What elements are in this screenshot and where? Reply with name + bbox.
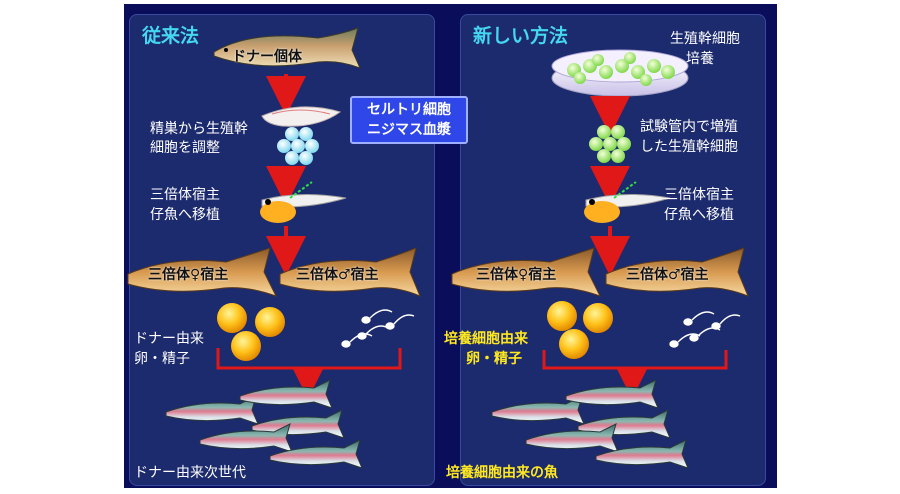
right-step1-line2: した生殖幹細胞 <box>640 139 738 155</box>
eggs-icon-left <box>217 303 285 361</box>
left-female-host-label: 三倍体♀宿主 <box>148 267 229 283</box>
female-host-fish-left <box>127 247 278 297</box>
left-male-host-label: 三倍体♂宿主 <box>296 267 379 283</box>
donor-trout-icon <box>213 27 361 69</box>
sperm-icon-left <box>341 309 415 348</box>
sperm-icon-right <box>669 311 741 348</box>
left-step2-line2: 仔魚へ移植 <box>150 207 220 223</box>
left-step2-line1: 三倍体宿主 <box>150 187 220 203</box>
left-gametes-line2: 卵・精子 <box>134 351 190 367</box>
right-culture-line1: 生殖幹細胞 <box>670 31 740 47</box>
right-female-host-label: 三倍体♀宿主 <box>476 267 557 283</box>
larva-icon <box>260 181 347 223</box>
left-gametes-line1: ドナー由来 <box>134 331 204 347</box>
culture-dish-icon <box>551 49 689 97</box>
right-male-host-label: 三倍体♂宿主 <box>626 267 709 283</box>
left-result-label: ドナー由来次世代 <box>134 465 246 481</box>
bracket-right <box>542 350 728 370</box>
sertoli-line1: セルトリ細胞 <box>367 102 451 118</box>
offspring-fish-right <box>491 379 689 469</box>
right-title: 新しい方法 <box>473 25 569 47</box>
right-step1-line1: 試験管内で増殖 <box>640 119 738 135</box>
female-host-fish-right <box>451 247 602 297</box>
right-step2-line1: 三倍体宿主 <box>664 187 734 203</box>
testis-icon <box>261 106 342 127</box>
right-gametes-line1: 培養細胞由来 <box>444 331 528 347</box>
right-gametes-line2: 卵・精子 <box>466 351 522 367</box>
eggs-icon-right <box>547 301 613 359</box>
male-host-fish-right <box>605 247 749 297</box>
cultured-cells-icon <box>589 125 631 163</box>
left-step1-line2: 細胞を調整 <box>150 140 220 156</box>
sertoli-line2: ニジマス血漿 <box>367 122 451 138</box>
donor-label: ドナー個体 <box>232 49 302 65</box>
left-title: 従来法 <box>142 25 200 47</box>
male-host-fish-left <box>279 247 421 297</box>
offspring-fish-left <box>165 379 363 469</box>
left-step1-line1: 精巣から生殖幹 <box>150 121 248 137</box>
larva-icon-right <box>584 181 671 223</box>
right-step2-line2: 仔魚へ移植 <box>664 207 734 223</box>
right-culture-line2: 培養 <box>686 51 714 67</box>
stem-cells-icon <box>277 127 319 165</box>
sertoli-plasma-box: セルトリ細胞 ニジマス血漿 <box>350 96 468 144</box>
right-result-label: 培養細胞由来の魚 <box>446 465 558 481</box>
